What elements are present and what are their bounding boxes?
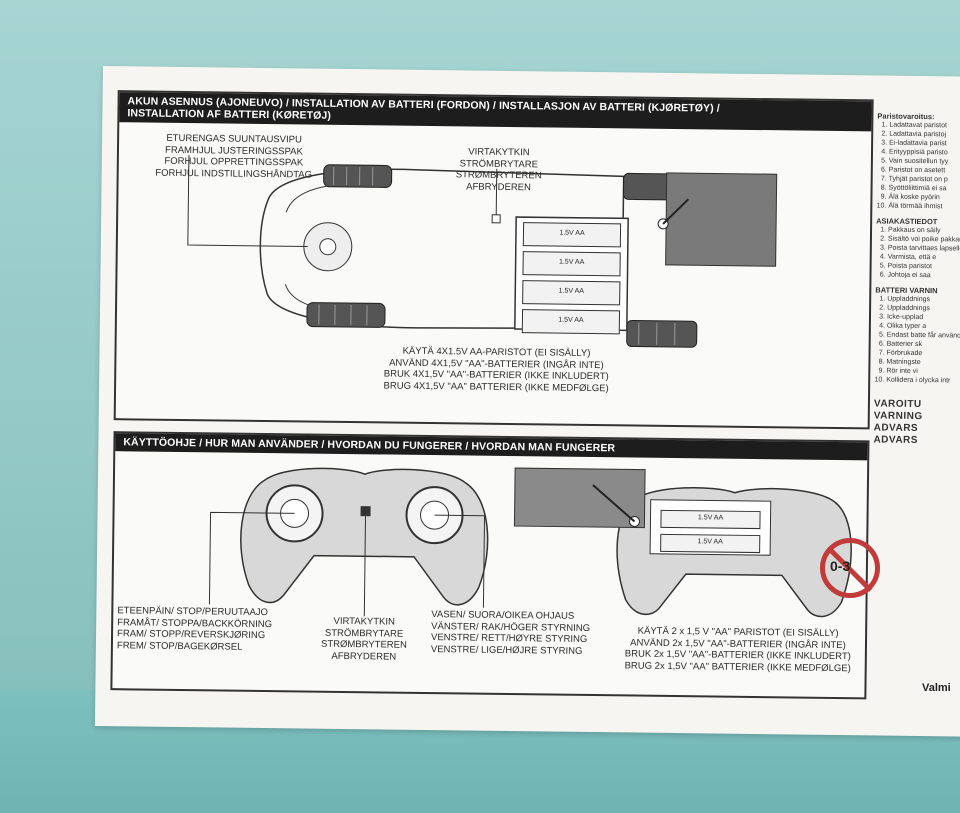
warning-block: VAROITU VARNING ADVARS ADVARS [873,398,960,447]
bottom-word: Valmi [922,682,951,694]
car-battery-caption: KÄYTÄ 4X1.5V AA-PARISTOT (EI SISÄLLY) AN… [336,345,657,395]
forward-stop-reverse-label: ETEENPÄIN/ STOP/PERUUTAAJO FRAMÅT/ STOPP… [117,605,288,653]
battery-caution-list: Uppladdnings Uppladdnings Icke-upplad Ol… [874,294,960,385]
list-item: Kollidera i olycka intr [886,376,960,386]
warning-word: ADVARS [873,434,919,446]
battery-cell: 1.5V AA [660,533,761,554]
label-line: VENSTRE/ LIGE/HØJRE STYRING [430,643,583,657]
front-wheel-lever-label: ETURENGAS SUUNTAUSVIPU FRAMHJUL JUSTERIN… [149,133,320,181]
steering-label: VASEN/ SUORA/OIKEA OHJAUS VÄNSTER/ RAK/H… [431,609,612,657]
battery-cell: 1.5V AA [522,280,621,306]
remote-battery-cells: 1.5V AA 1.5V AA [660,509,761,554]
age-restriction-label: 0-3 [830,558,851,574]
battery-cell: 1.5V AA [660,509,761,530]
operation-panel: KÄYTTÖOHJE / HUR MAN ANVÄNDER / HVORDAN … [110,431,870,700]
label-line: AFBRYDEREN [466,180,531,193]
side-warning-column: Paristovaroitus: Ladattavat paristot Lad… [873,105,960,447]
label-line: STRØMBRYTEREN [455,169,542,182]
label-line: FORHJUL INDSTILLINGSHÅNDTAG [155,167,313,181]
remote-battery-caption: KÄYTÄ 2 x 1,5 V "AA" PARISTOT (EI SISÄLL… [613,625,864,674]
car-battery-cells: 1.5V AA 1.5V AA 1.5V AA 1.5V AA [521,222,622,335]
battery-cell: 1.5V AA [521,309,621,335]
label-line: AFBRYDEREN [331,650,397,663]
customer-info-list: Pakkaus on säily Sisältö voi poike pakka… [875,225,960,280]
list-item: Johtoja ei saa [887,271,960,281]
battery-cell: 1.5V AA [522,251,621,277]
label-line: FREM/ STOP/BAGEKØRSEL [116,639,243,653]
battery-cell: 1.5V AA [522,222,622,248]
remote-switch-label: VIRTAKYTKIN STRÖMBRYTARE STRØMBRYTEREN A… [309,616,420,663]
list-item: Älä törmää ihmist [888,202,960,212]
label-line: STRØMBRYTEREN [320,638,407,651]
battery-warning-list: Ladattavat paristot Ladattavia paristoj … [876,120,960,211]
battery-install-panel: AKUN ASENNUS (AJONEUVO) / INSTALLATION A… [113,90,874,430]
power-switch-label: VIRTAKYTKIN STRÖMBRYTARE STRØMBRYTEREN A… [438,146,559,193]
instruction-sheet: AKUN ASENNUS (AJONEUVO) / INSTALLATION A… [94,66,960,737]
age-restriction-icon [820,538,880,598]
